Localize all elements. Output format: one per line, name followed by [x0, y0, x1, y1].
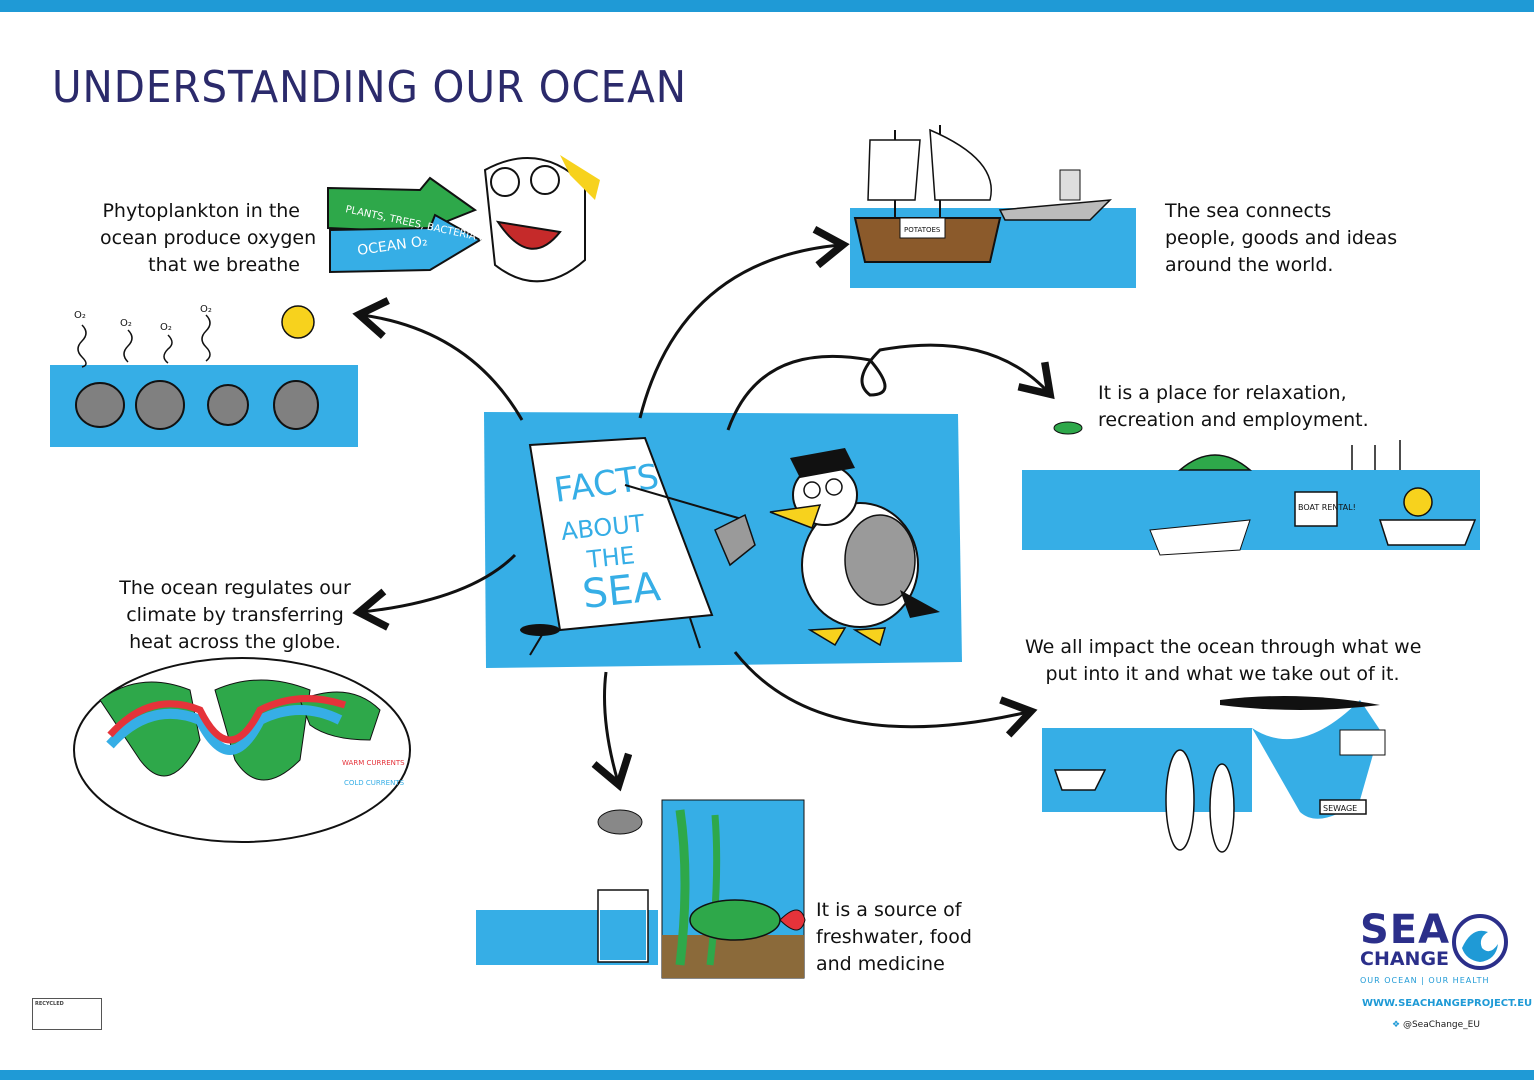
twitter-icon: ❖	[1392, 1020, 1401, 1030]
pollution-scene	[1042, 696, 1386, 853]
caption-source-line: freshwater, food	[816, 926, 972, 948]
arrow-to-impact	[733, 651, 1028, 727]
caption-impact-line: put into it and what we take out of it.	[1045, 663, 1400, 685]
logo-tagline: OUR OCEAN | OUR HEALTH	[1360, 976, 1490, 985]
sailing-ship-scene	[850, 125, 1136, 288]
caption-climate-line: The ocean regulates our	[119, 577, 351, 599]
caption-climate-line: climate by transferring	[126, 604, 344, 626]
facts-board	[520, 436, 714, 656]
logo-sea-text: SEA	[1360, 907, 1451, 953]
website-link[interactable]: WWW.SEACHANGEPROJECT.EU	[1362, 998, 1533, 1009]
bottom-border	[0, 1070, 1534, 1080]
arrow-to-ship	[638, 245, 840, 419]
potatoes-label: POTATOES	[904, 226, 941, 234]
freshwater-food-scene	[476, 799, 806, 979]
twitter-handle-text: @SeaChange_EU	[1402, 1020, 1480, 1030]
caption-relaxation-line: It is a place for relaxation,	[1098, 382, 1347, 404]
fsc-recycled-badge: RECYCLED	[32, 998, 102, 1030]
sewage-label: SEWAGE	[1323, 804, 1357, 813]
board-line-4: SEA	[580, 564, 663, 618]
caption-source: It is a source of freshwater, food and m…	[816, 897, 972, 978]
o2-mark-4: O₂	[200, 304, 212, 315]
caption-relaxation-line: recreation and employment.	[1098, 409, 1369, 431]
logo-change-text: CHANGE	[1360, 948, 1450, 970]
seagull-professor	[624, 448, 940, 647]
o2-mark-1: O₂	[74, 310, 86, 321]
board-line-3: THE	[585, 541, 637, 574]
top-border	[0, 0, 1534, 12]
phytoplankton-scene	[50, 305, 358, 447]
world-currents-map	[73, 657, 411, 843]
twitter-handle[interactable]: ❖ @SeaChange_EU	[1392, 1020, 1480, 1030]
arrow-to-oxygen	[362, 315, 524, 421]
caption-connects-line: The sea connects	[1165, 200, 1332, 222]
cold-currents-label: COLD CURRENTS	[344, 779, 405, 787]
smiling-person-drawing	[483, 155, 600, 283]
boat-rental-label: BOAT RENTAL!	[1298, 503, 1356, 512]
caption-relaxation: It is a place for relaxation, recreation…	[1098, 380, 1369, 434]
caption-source-line: and medicine	[816, 953, 945, 975]
caption-impact-line: We all impact the ocean through what we	[1025, 636, 1422, 658]
caption-connects: The sea connects people, goods and ideas…	[1165, 198, 1397, 279]
arrow-to-freshwater	[605, 671, 619, 782]
oxygen-arrow-graphic	[327, 176, 482, 274]
caption-oxygen: Phytoplankton in the ocean produce oxyge…	[100, 198, 317, 279]
caption-source-line: It is a source of	[816, 899, 962, 921]
fsc-label: RECYCLED	[35, 1001, 64, 1007]
warm-currents-label: WARM CURRENTS	[342, 759, 405, 767]
caption-oxygen-line: ocean produce oxygen	[100, 227, 317, 249]
caption-connects-line: around the world.	[1165, 254, 1334, 276]
page-title: UNDERSTANDING OUR OCEAN	[52, 62, 687, 113]
o2-mark-2: O₂	[120, 318, 132, 329]
caption-climate-line: heat across the globe.	[129, 631, 341, 653]
seachange-logo: SEA CHANGE OUR OCEAN | OUR HEALTH	[1360, 907, 1520, 985]
o2-mark-3: O₂	[160, 322, 172, 333]
recreation-scene	[1022, 421, 1480, 556]
wave-icon	[1452, 914, 1508, 970]
caption-connects-line: people, goods and ideas	[1165, 227, 1398, 249]
caption-impact: We all impact the ocean through what we …	[1025, 634, 1422, 688]
caption-climate: The ocean regulates our climate by trans…	[110, 575, 360, 656]
arrow-to-climate	[362, 553, 517, 612]
arrow-to-relaxation	[726, 343, 1048, 431]
caption-oxygen-line: that we breathe	[148, 254, 300, 276]
caption-oxygen-line: Phytoplankton in the	[102, 200, 300, 222]
